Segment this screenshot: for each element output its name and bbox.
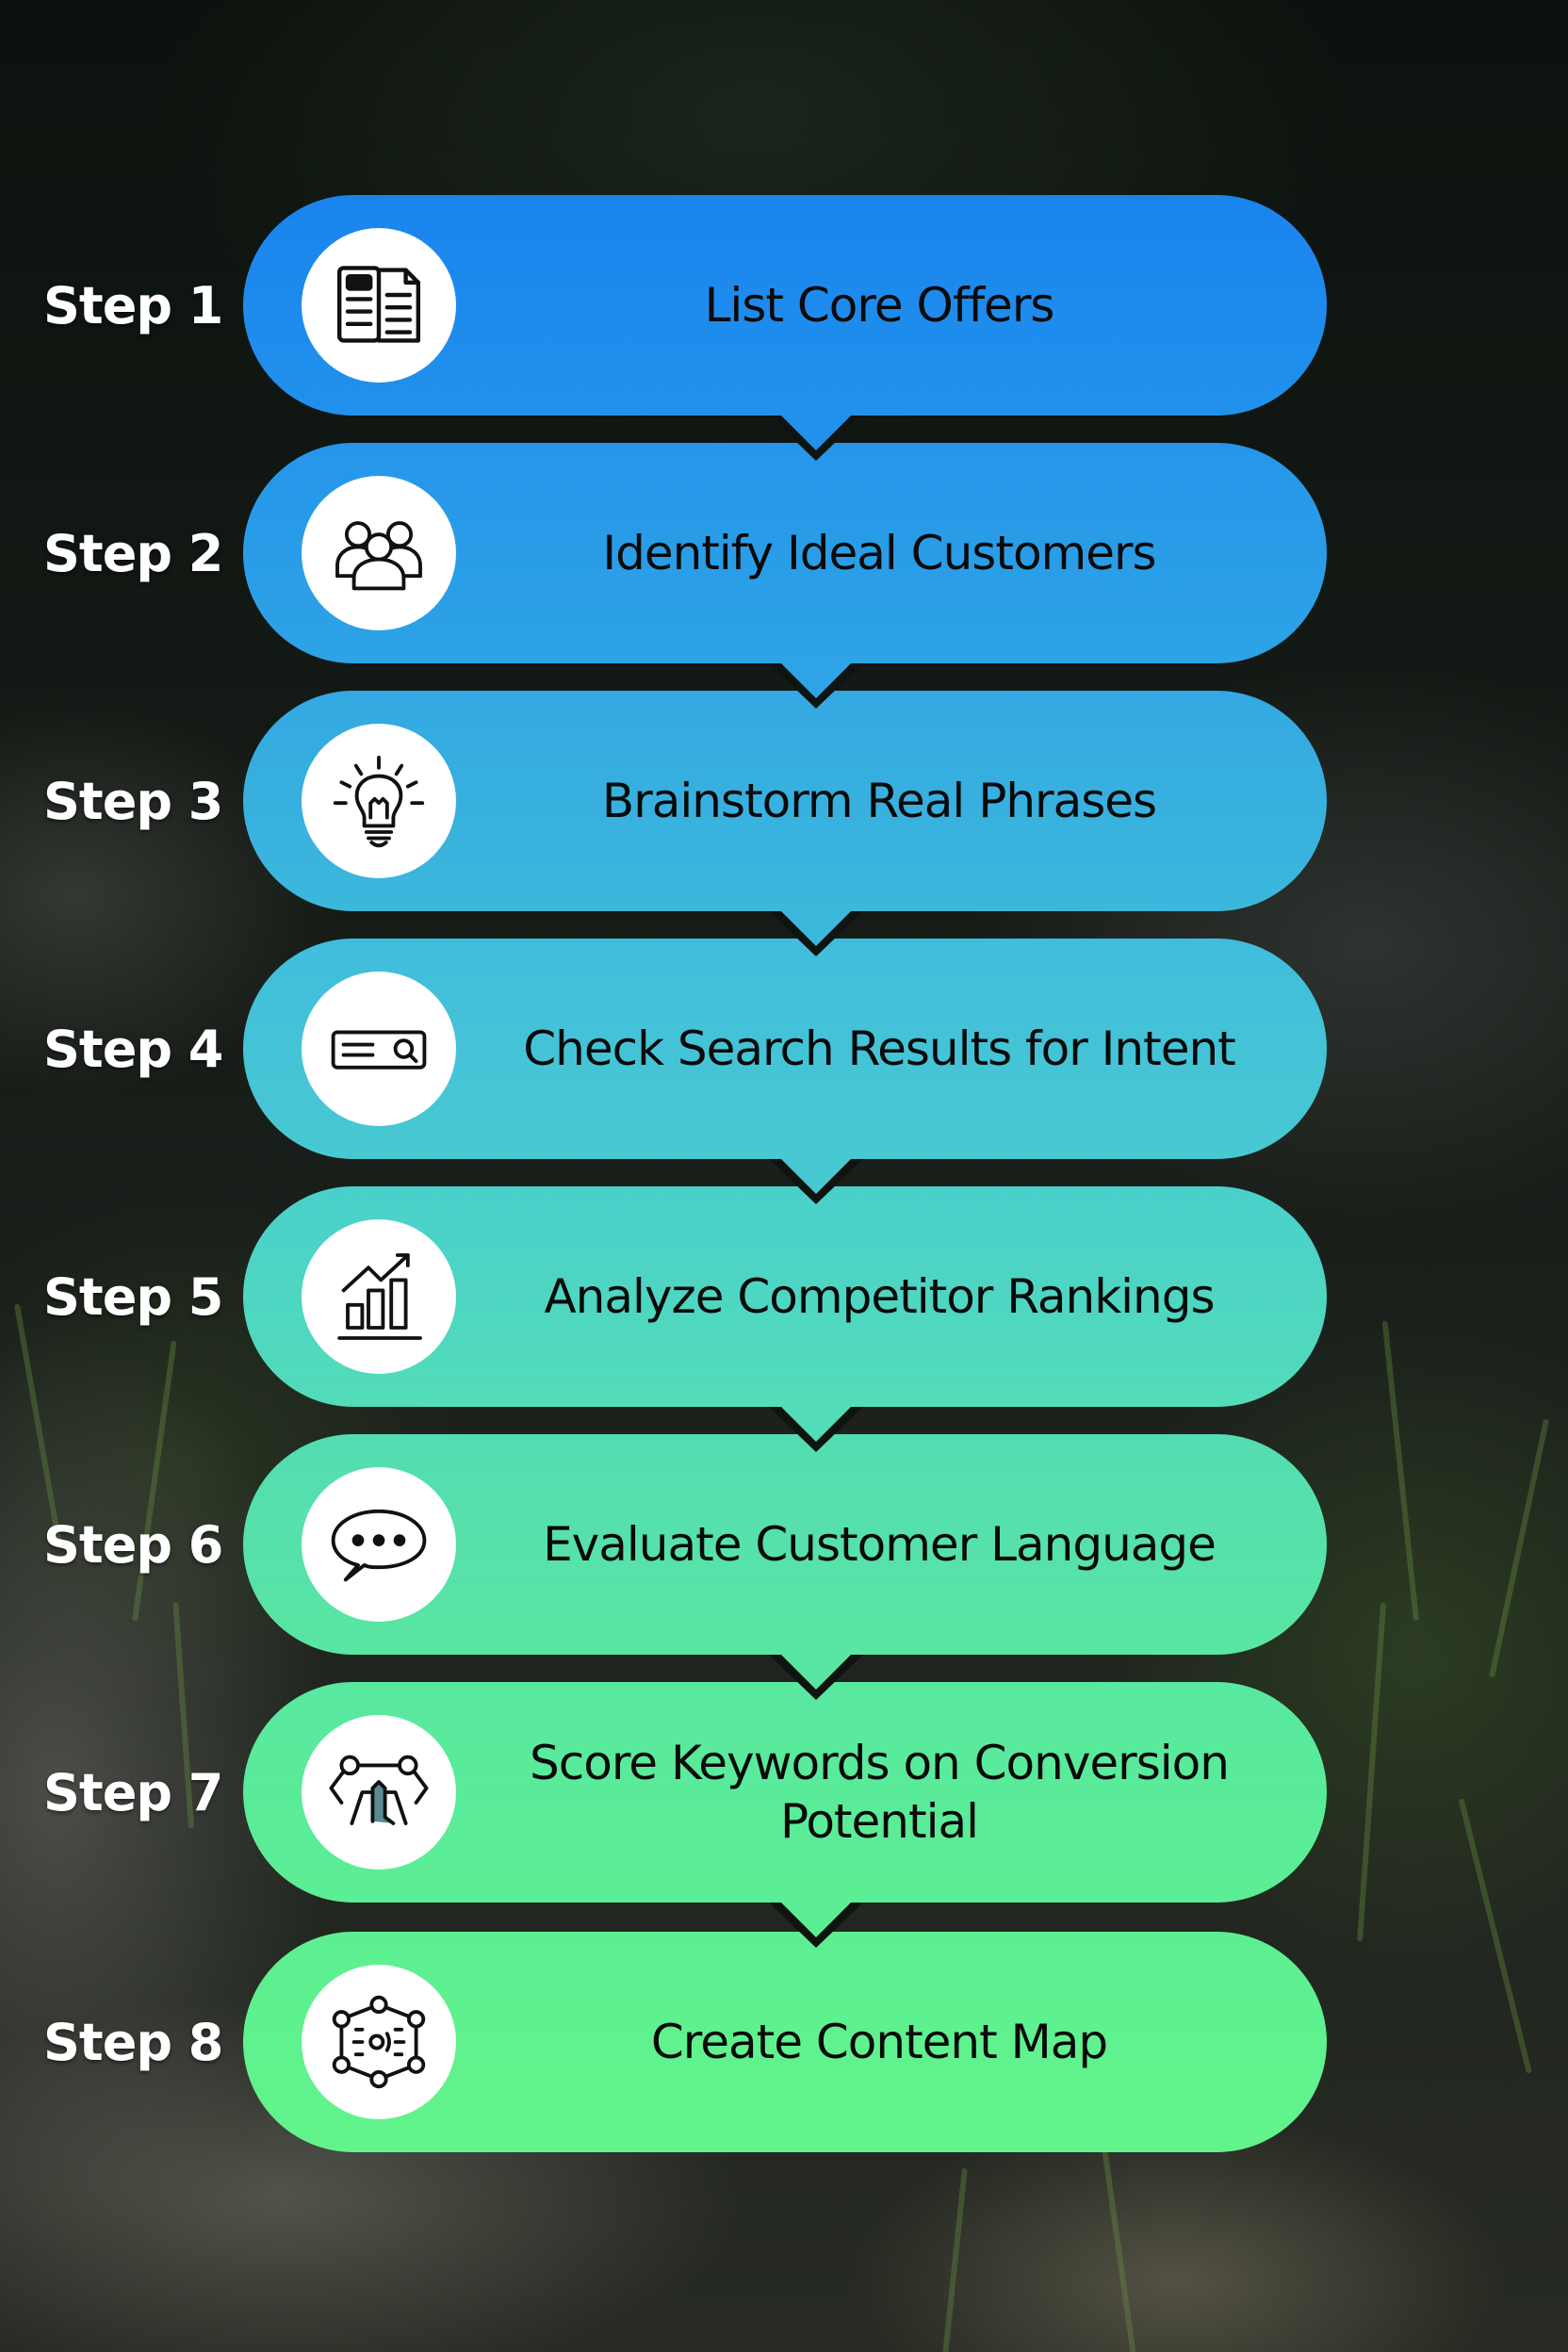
growth-chart-icon bbox=[337, 1253, 422, 1340]
step-title-7: Score Keywords on Conversion Potential bbox=[530, 1736, 1230, 1849]
icon-circle-1 bbox=[302, 228, 456, 383]
step-pill-7: Score Keywords on Conversion Potential bbox=[243, 1682, 1327, 1903]
search-bar-icon bbox=[331, 1030, 427, 1070]
step-pill-6: Evaluate Customer Language bbox=[243, 1434, 1327, 1655]
step-title-6: Evaluate Customer Language bbox=[543, 1517, 1217, 1572]
step-label-8: Step 8 bbox=[43, 2013, 223, 2072]
step-label-7: Step 7 bbox=[43, 1763, 223, 1822]
network-map-icon bbox=[332, 1995, 426, 2089]
step-pill-1: List Core Offers bbox=[243, 195, 1327, 416]
step-label-3: Step 3 bbox=[43, 772, 223, 831]
step-label-4: Step 4 bbox=[43, 1020, 223, 1079]
connector-arrow-4 bbox=[780, 1158, 852, 1194]
connector-arrow-6 bbox=[780, 1654, 852, 1690]
step-pill-3: Brainstorm Real Phrases bbox=[243, 691, 1327, 911]
step-title-8: Create Content Map bbox=[650, 2015, 1108, 2069]
connector-arrow-7 bbox=[780, 1902, 852, 1937]
people-group-icon bbox=[335, 521, 422, 591]
icon-circle-4 bbox=[302, 972, 456, 1126]
connector-arrow-5 bbox=[780, 1406, 852, 1442]
step-label-5: Step 5 bbox=[43, 1267, 223, 1327]
connector-arrow-1 bbox=[780, 415, 852, 450]
step-label-2: Step 2 bbox=[43, 524, 223, 583]
step-title-4: Check Search Results for Intent bbox=[523, 1021, 1236, 1076]
connector-arrow-2 bbox=[780, 662, 852, 698]
icon-circle-3 bbox=[302, 724, 456, 878]
icon-circle-5 bbox=[302, 1219, 456, 1374]
icon-circle-7 bbox=[302, 1715, 456, 1870]
step-pill-8: Create Content Map bbox=[243, 1932, 1327, 2152]
document-pages-icon bbox=[337, 266, 420, 343]
icon-circle-8 bbox=[302, 1965, 456, 2119]
step-title-2: Identify Ideal Customers bbox=[602, 526, 1156, 580]
step-title-1: List Core Offers bbox=[704, 278, 1055, 333]
conversion-funnel-icon bbox=[329, 1755, 429, 1825]
step-label-1: Step 1 bbox=[43, 276, 223, 335]
icon-circle-2 bbox=[302, 476, 456, 630]
step-pill-2: Identify Ideal Customers bbox=[243, 443, 1327, 663]
step-pill-5: Analyze Competitor Rankings bbox=[243, 1186, 1327, 1407]
step-title-3: Brainstorm Real Phrases bbox=[601, 774, 1157, 828]
step-title-5: Analyze Competitor Rankings bbox=[544, 1269, 1215, 1324]
speech-bubble-icon bbox=[331, 1509, 427, 1582]
lightbulb-icon bbox=[333, 755, 425, 848]
icon-circle-6 bbox=[302, 1467, 456, 1622]
step-label-6: Step 6 bbox=[43, 1515, 223, 1575]
step-pill-4: Check Search Results for Intent bbox=[243, 939, 1327, 1159]
connector-arrow-3 bbox=[780, 910, 852, 946]
